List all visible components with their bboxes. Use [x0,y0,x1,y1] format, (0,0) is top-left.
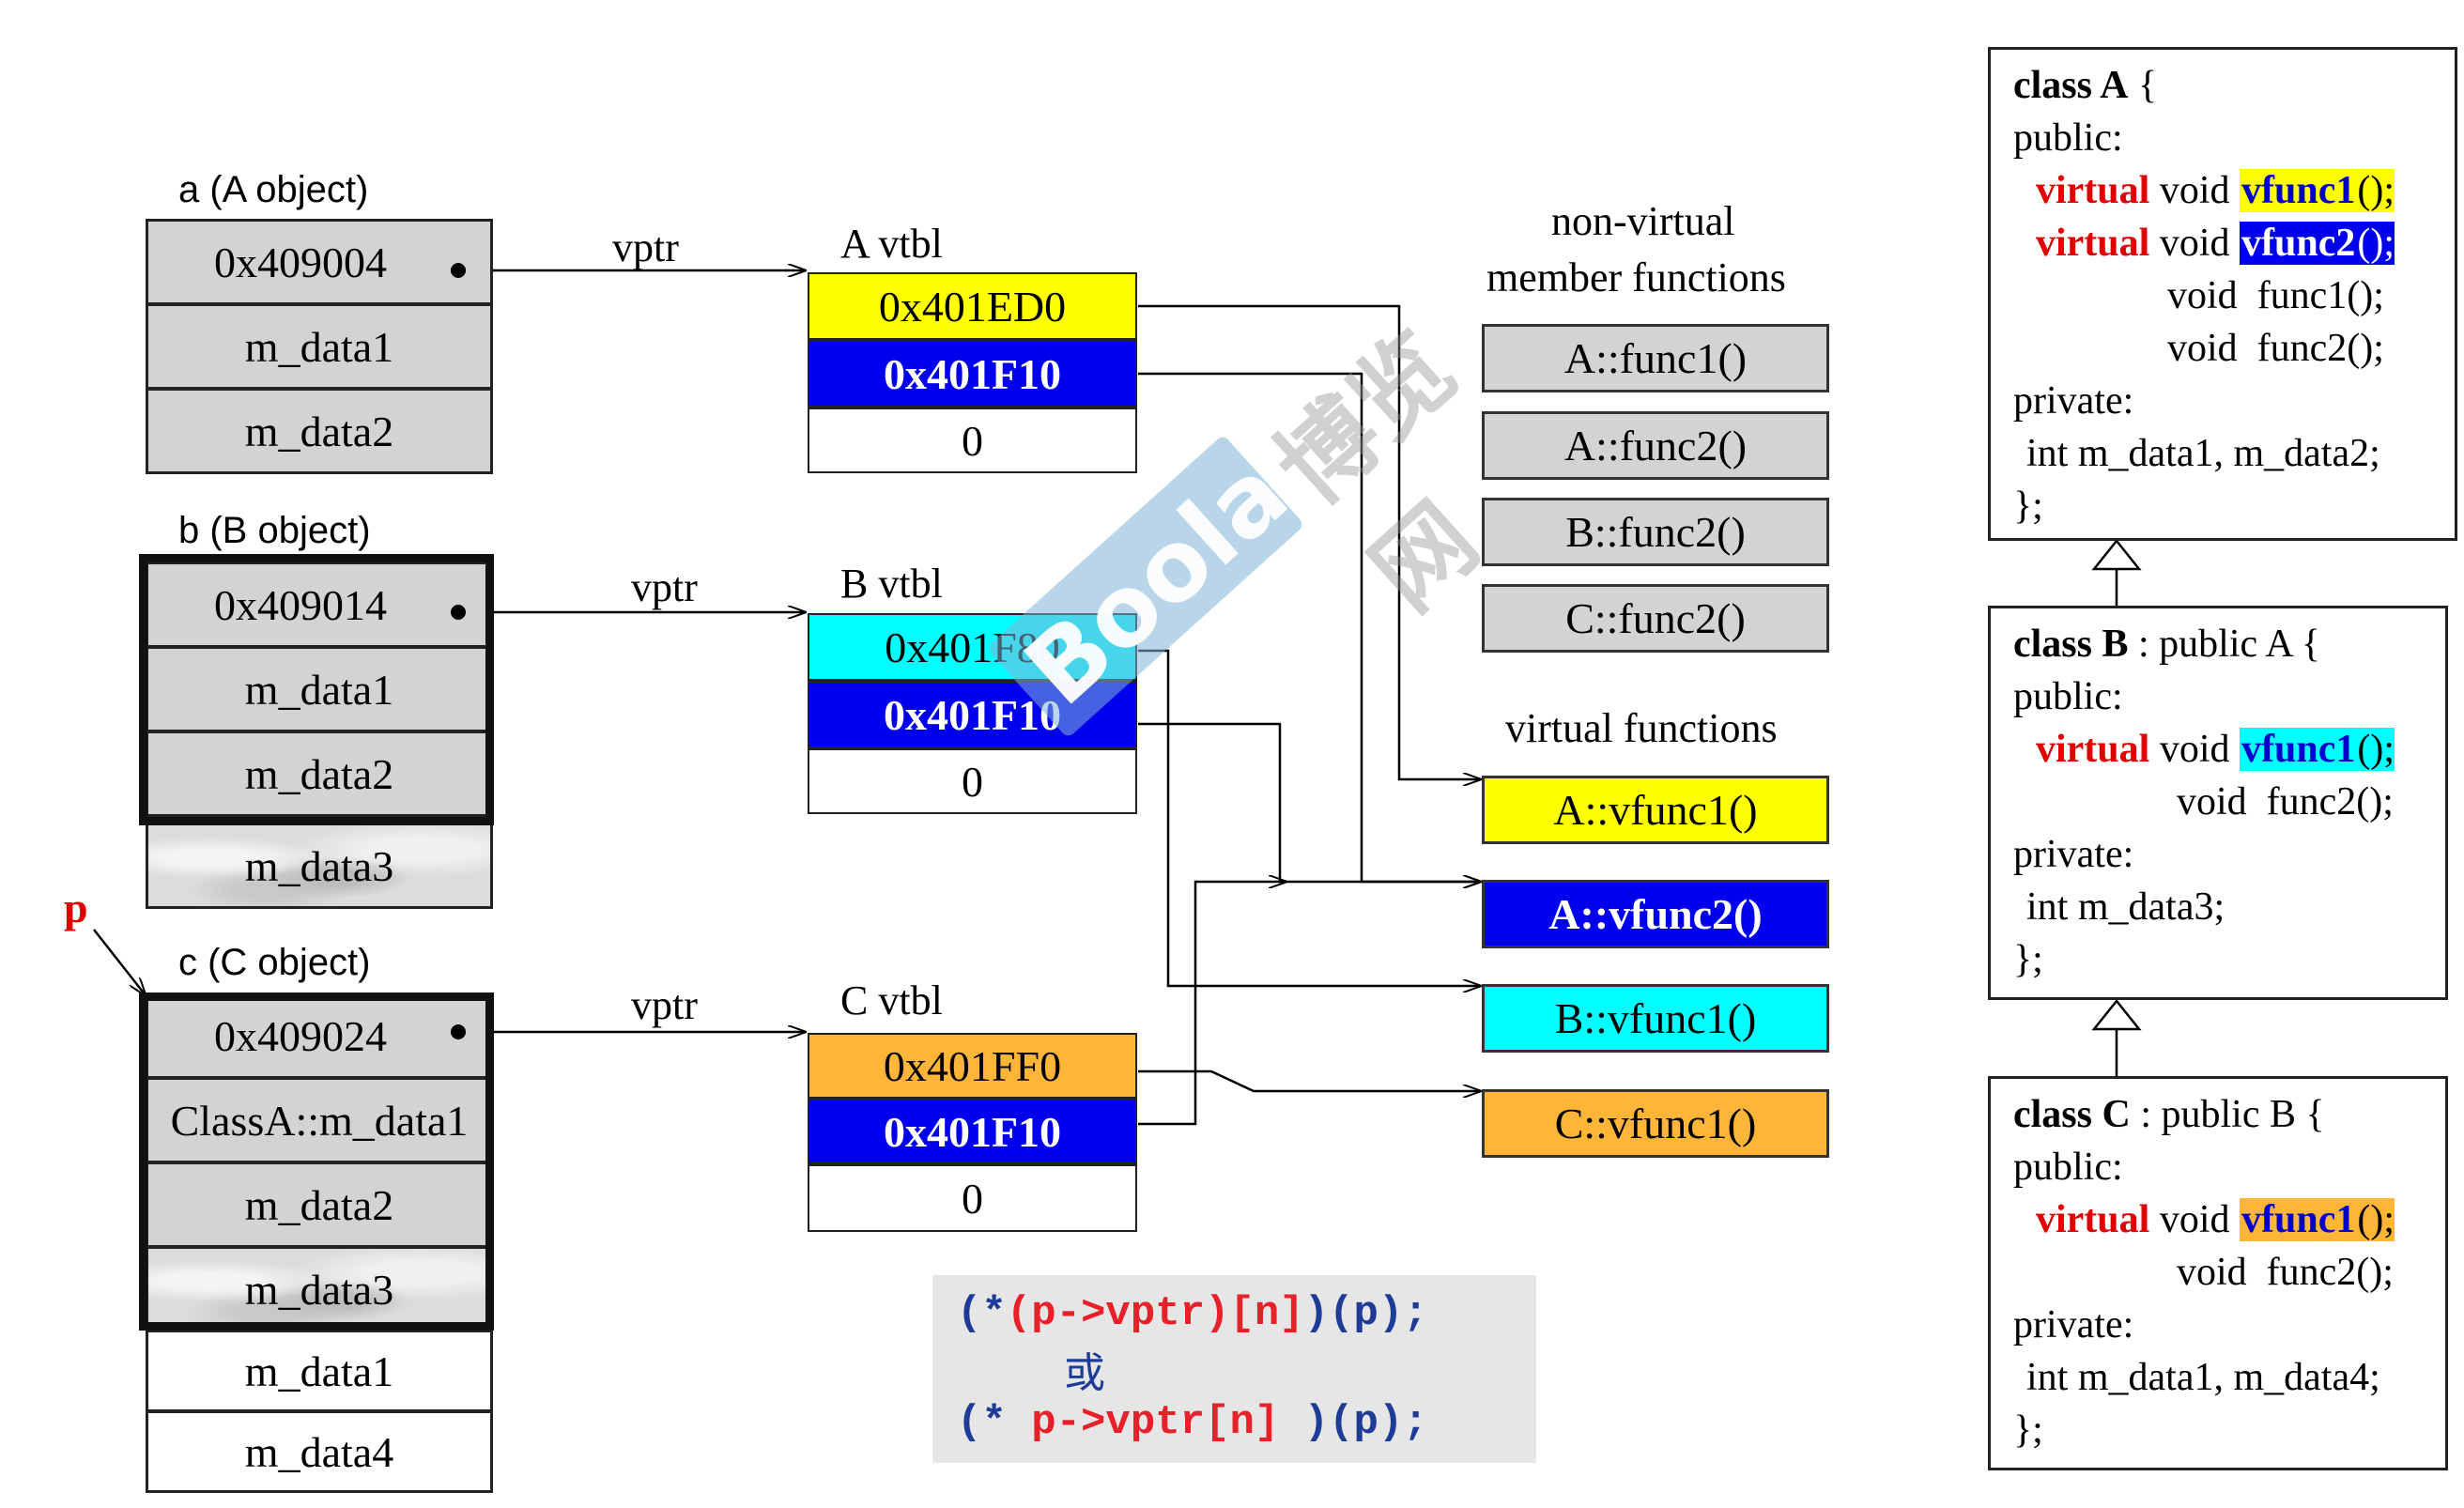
vptr-label: vptr [612,224,679,270]
virtual-function: A::vfunc1() [1482,776,1829,844]
link-b-vfunc1 [1138,649,1481,986]
pointer-p-label: p [64,884,88,931]
nonvirtual-heading: non-virtual [1551,198,1735,244]
object-c-b-subobject-frame [139,993,494,1331]
object-a-cell: m_data1 [146,303,493,390]
inherit-a-triangle [2091,538,2142,571]
class-b-code: class B : public A { public: virtual voi… [1988,606,2448,1000]
nonvirtual-heading: member functions [1486,254,1786,300]
object-a-vptr-cell: 0x409004 [146,219,493,305]
object-c-label: c (C object) [178,942,371,983]
nonvirtual-function: A::func1() [1482,324,1829,392]
object-c-vptr-cell: 0x409024 [146,993,493,1079]
class-c-code: class C : public B { public: virtual voi… [1988,1076,2448,1470]
object-b-a-subobject-frame [139,554,494,825]
link-b-vfunc2 [1138,722,1481,882]
object-b-cell: m_data3 [146,823,493,909]
virtual-function: A::vfunc2() [1482,880,1829,948]
call-formula-line: (*(p->vptr)[n])(p); [957,1290,1428,1337]
link-a-vfunc2 [1138,372,1481,882]
object-c-cell: m_data4 [146,1410,493,1493]
vtable-a-title: A vtbl [840,221,943,267]
inherit-b-triangle [2091,998,2142,1031]
vptr-dot-c [451,1024,466,1039]
virtual-heading: virtual functions [1505,705,1778,751]
vptr-dot-a [451,263,466,278]
vtable-a-entry: 0 [808,408,1137,473]
link-c-vfunc1 [1138,1069,1481,1091]
vtable-b-entry: 0x401F10 [808,681,1137,748]
nonvirtual-function: A::func2() [1482,411,1829,480]
vtable-a-entry: 0x401ED0 [808,272,1137,340]
vtable-b-entry: 0x401F80 [808,613,1137,681]
vtable-c-entry: 0 [808,1164,1137,1232]
vtable-c-entry: 0x401F10 [808,1099,1137,1164]
link-c-vfunc2 [1138,882,1286,1126]
vptr-label: vptr [631,982,698,1028]
pointer-p-arrow [93,929,146,995]
link-a-vfunc1 [1138,304,1481,779]
object-c-cell: m_data1 [146,1330,493,1412]
call-formula-or: 或 [1064,1349,1105,1397]
virtual-function: B::vfunc1() [1482,984,1829,1053]
vptr-label: vptr [631,564,698,610]
object-a-cell: m_data2 [146,388,493,474]
vptr-dot-b [451,605,466,620]
class-a-code: class A { public: virtual void vfunc1();… [1988,47,2457,541]
object-b-cell: m_data2 [146,731,493,817]
vtable-b-title: B vtbl [840,561,943,607]
object-b-vptr-cell: 0x409014 [146,562,493,648]
virtual-function: C::vfunc1() [1482,1089,1829,1158]
vtable-b-entry: 0 [808,748,1137,814]
object-c-cell: ClassA::m_data1 [146,1077,493,1163]
vtable-c-entry: 0x401FF0 [808,1033,1137,1099]
vtable-c-title: C vtbl [840,977,943,1023]
vtable-a-entry: 0x401F10 [808,340,1137,408]
call-formula-line: (* p->vptr[n] )(p); [957,1399,1428,1446]
nonvirtual-function: B::func2() [1482,498,1829,566]
object-a-label: a (A object) [178,169,369,210]
call-formula-box: (*(p->vptr)[n])(p); 或 (* p->vptr[n] )(p)… [932,1275,1536,1463]
object-b-label: b (B object) [178,510,371,551]
nonvirtual-function: C::func2() [1482,584,1829,653]
